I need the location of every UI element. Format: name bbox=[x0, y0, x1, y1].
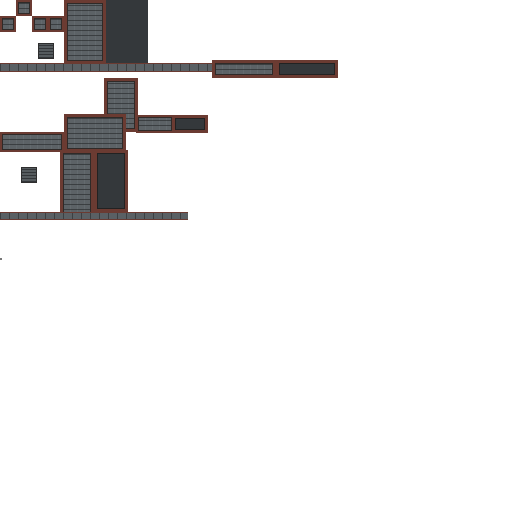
brick-tile bbox=[0, 132, 64, 152]
brick-tile bbox=[60, 150, 94, 218]
small-block-tile bbox=[32, 16, 48, 32]
small-block-tile bbox=[21, 167, 37, 183]
brick-tile bbox=[64, 0, 106, 64]
small-block-tile bbox=[16, 0, 32, 16]
small-block-tile bbox=[38, 43, 54, 59]
brick-tile bbox=[104, 78, 138, 132]
dark-panel-tile bbox=[276, 60, 338, 78]
small-block-tile bbox=[0, 16, 16, 32]
small-block-tile bbox=[48, 16, 64, 32]
wall-strip-tile bbox=[0, 212, 188, 220]
brick-tile bbox=[64, 114, 126, 152]
dark-panel-tile bbox=[106, 0, 148, 64]
wall-strip-tile bbox=[0, 63, 212, 72]
dark-panel-tile bbox=[94, 150, 128, 212]
dark-panel-tile bbox=[172, 115, 208, 133]
brick-tile bbox=[212, 60, 276, 78]
brick-tile bbox=[136, 115, 174, 133]
stray-pixel bbox=[0, 258, 2, 260]
